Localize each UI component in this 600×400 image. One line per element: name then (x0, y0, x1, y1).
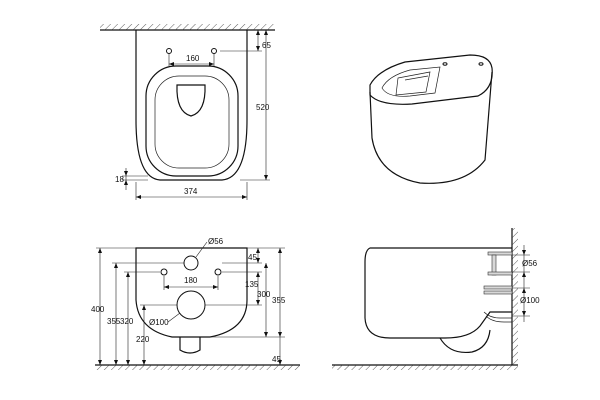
dim-135: 135 (245, 280, 259, 289)
dim-400: 400 (91, 305, 105, 314)
outlet-hole-small (183, 255, 199, 271)
bolt-hole-front-left (160, 268, 168, 276)
iso-body (369, 71, 493, 184)
dim-520: 520 (256, 103, 270, 112)
bowl-outline-side (364, 247, 512, 339)
side-view: Ø56 Ø100 (332, 228, 540, 370)
bolt-hole-right (211, 48, 217, 54)
dim-o100-side: Ø100 (520, 296, 540, 305)
dim-o56-front: Ø56 (208, 237, 224, 246)
dim-355-right: 355 (272, 296, 286, 305)
wall-hatch-top (100, 24, 275, 30)
dim-65: 65 (262, 41, 271, 50)
bowl-opening (176, 84, 206, 117)
dim-45-bottom: 45 (272, 355, 281, 364)
dim-320: 320 (120, 317, 134, 326)
iso-rim (369, 54, 493, 105)
front-view: Ø56 Ø100 180 45 135 300 355 (91, 237, 300, 370)
bolt-hole-front-right (214, 268, 222, 276)
floor-hatch (95, 365, 300, 370)
dim-160: 160 (186, 54, 200, 63)
dim-o56-side: Ø56 (522, 259, 538, 268)
dim-374: 374 (184, 187, 198, 196)
wall-hatch-side (512, 228, 518, 365)
dim-o100-front: Ø100 (149, 318, 169, 327)
dim-180: 180 (184, 276, 198, 285)
bowl-outline-top (135, 30, 248, 181)
bolt-hole-left (166, 48, 172, 54)
dim-220: 220 (136, 335, 150, 344)
dim-45-top: 45 (248, 253, 257, 262)
dim-355-left: 355 (107, 317, 121, 326)
outlet-hole-large (176, 290, 206, 320)
top-view: 160 65 520 18 374 (100, 24, 275, 200)
floor-hatch-side (332, 365, 518, 370)
seat-outline (145, 65, 239, 177)
dim-300: 300 (257, 290, 271, 299)
dim-18: 18 (115, 175, 124, 184)
isometric-view (369, 54, 493, 184)
